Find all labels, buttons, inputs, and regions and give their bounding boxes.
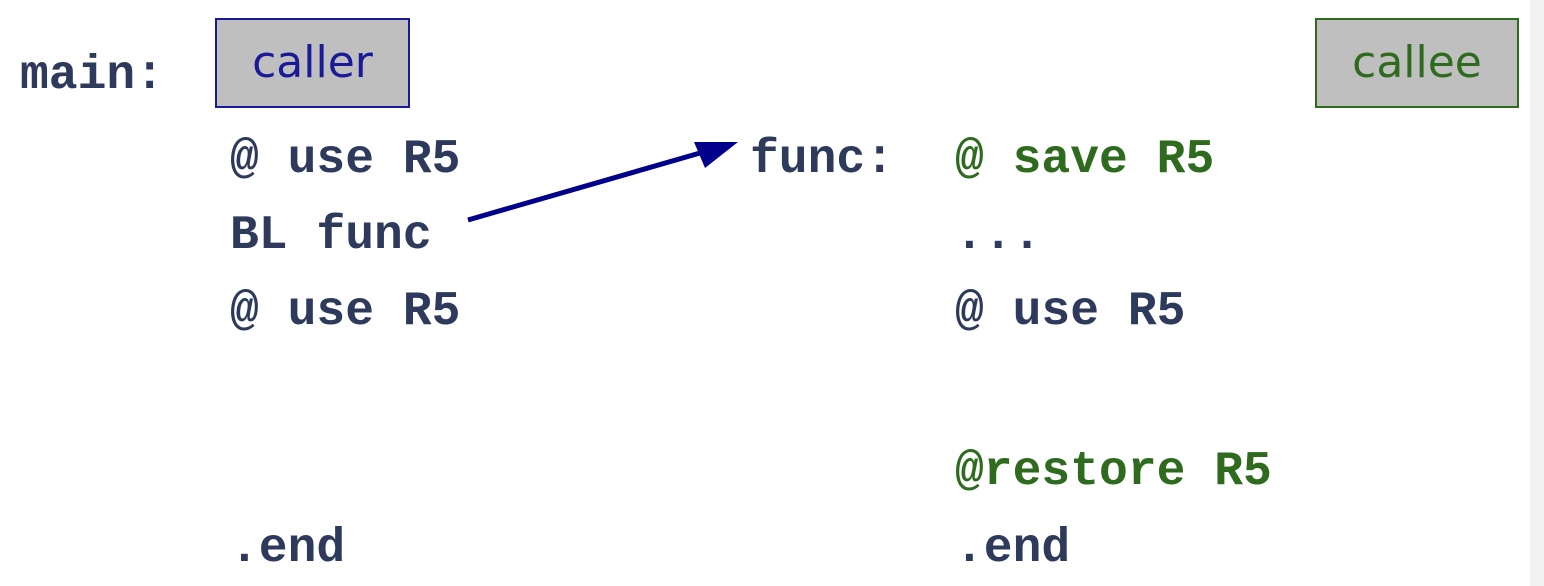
caller-use-r5-line-1: @ use R5 (230, 133, 461, 187)
callee-use-r5-line: @ use R5 (955, 285, 1186, 339)
caller-end-line: .end (230, 522, 346, 576)
callee-end-line: .end (955, 522, 1071, 576)
callee-ellipsis-line: ... (955, 209, 1042, 263)
caller-box: caller (215, 18, 410, 108)
callee-restore-r5-line: @restore R5 (955, 445, 1272, 499)
func-label: func: (750, 133, 895, 187)
right-edge-strip (1530, 0, 1544, 586)
call-arrow-shaft (467, 150, 701, 223)
caller-use-r5-line-2: @ use R5 (230, 285, 461, 339)
caller-bl-func-line: BL func (230, 209, 432, 263)
main-label: main: (20, 49, 165, 103)
call-arrow-head (694, 142, 738, 168)
callee-save-r5-line: @ save R5 (955, 133, 1215, 187)
callee-box: callee (1315, 18, 1519, 108)
